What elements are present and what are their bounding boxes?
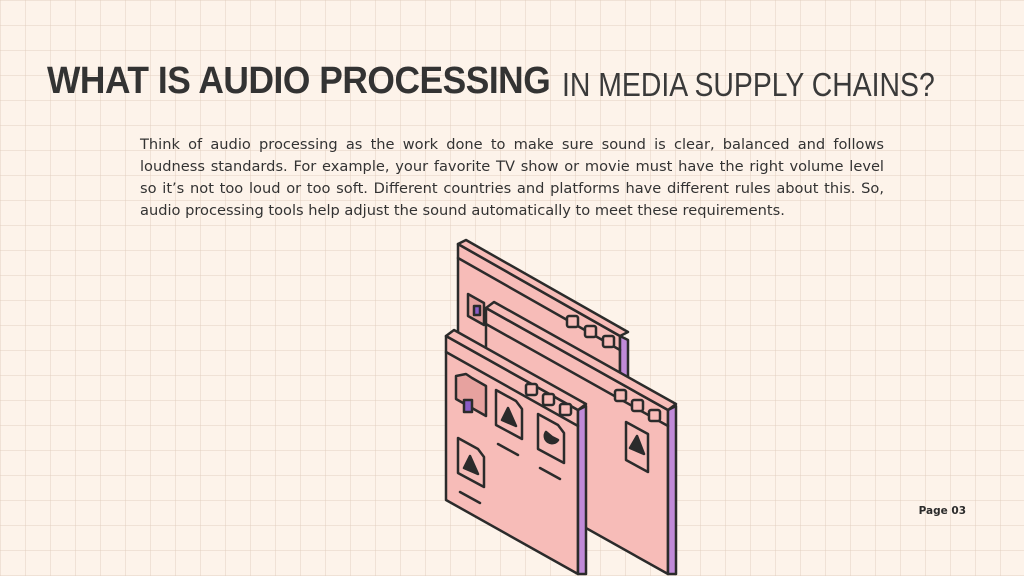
title-subtitle: IN MEDIA SUPPLY CHAINS?	[562, 66, 935, 103]
stacked-browser-windows-illustration	[444, 238, 678, 576]
body-paragraph: Think of audio processing as the work do…	[140, 136, 884, 219]
page-number: Page 03	[918, 505, 966, 517]
front-window	[444, 328, 588, 576]
page-title: WHAT IS AUDIO PROCESSING IN MEDIA SUPPLY…	[47, 60, 935, 102]
title-bold: WHAT IS AUDIO PROCESSING	[47, 60, 551, 102]
